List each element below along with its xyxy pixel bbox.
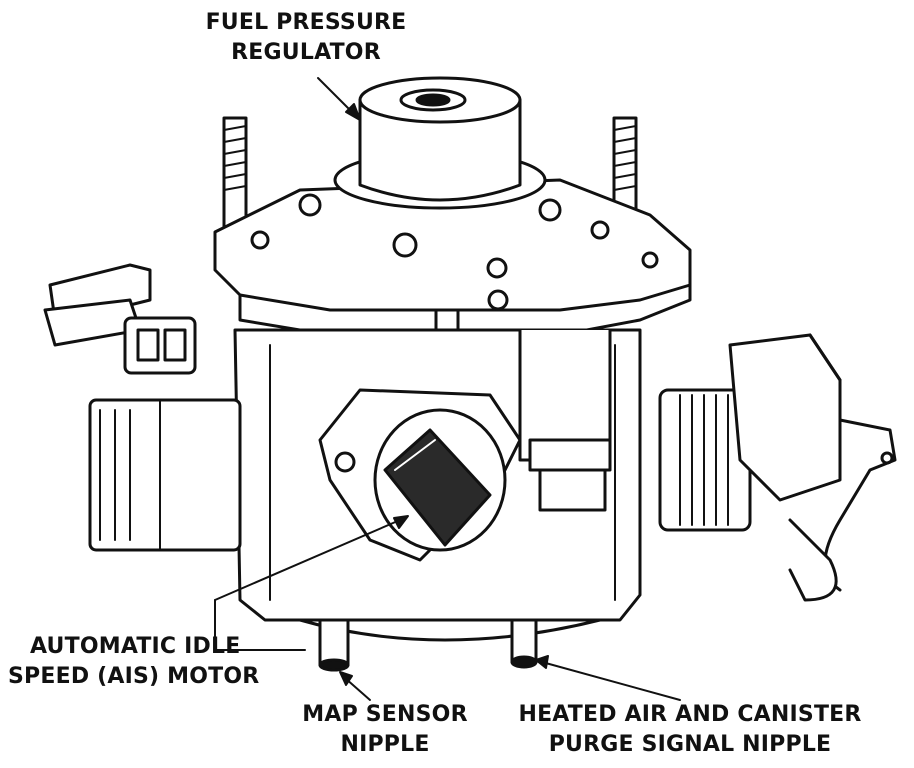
left-connectors [43,263,242,552]
label-line: REGULATOR [231,40,381,65]
label-line: MAP SENSOR [302,702,468,727]
label-fuel-pressure-regulator: FUEL PRESSURE REGULATOR [196,8,416,68]
label-heated-air-nipple: HEATED AIR AND CANISTER PURGE SIGNAL NIP… [500,700,880,760]
label-line: NIPPLE [340,732,430,757]
label-map-sensor-nipple: MAP SENSOR NIPPLE [280,700,490,760]
label-line: HEATED AIR AND CANISTER [518,702,862,727]
ais-motor [318,388,522,562]
label-line: FUEL PRESSURE [205,10,407,35]
label-line: AUTOMATIC IDLE [30,634,241,659]
leader-lines [214,77,681,701]
label-line: PURGE SIGNAL NIPPLE [548,732,832,757]
label-ais-motor: AUTOMATIC IDLE SPEED (AIS) MOTOR [8,632,259,692]
bottom-nipples [318,618,538,672]
throttle-linkage [658,333,897,602]
flange-bolts [250,193,659,311]
label-line: SPEED (AIS) MOTOR [8,664,260,689]
fuel-pressure-regulator [333,76,547,210]
